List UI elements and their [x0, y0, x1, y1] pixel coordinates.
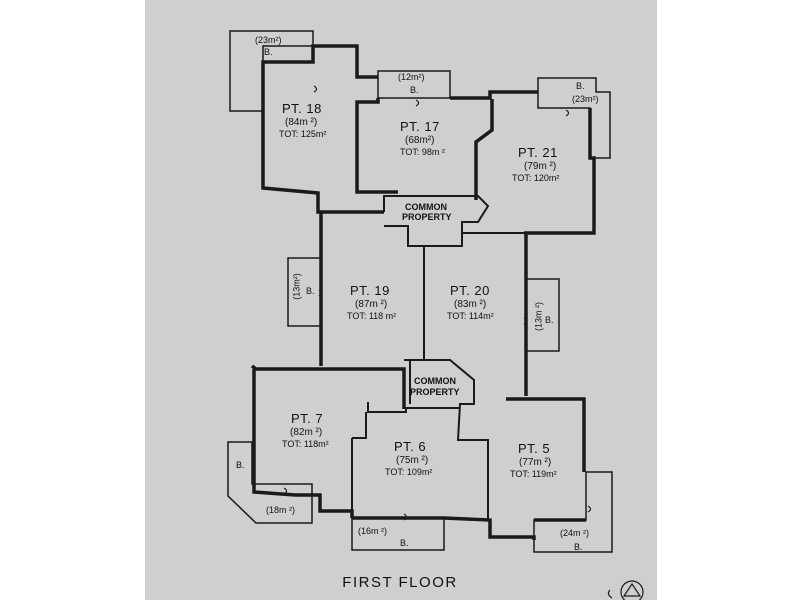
floor-title: FIRST FLOOR: [342, 574, 458, 591]
pt20-name: PT. 20: [450, 283, 490, 298]
pt7-name: PT. 7: [291, 411, 324, 426]
pt21-name: PT. 21: [518, 145, 558, 160]
wall-pt7-west: [252, 369, 296, 497]
common-property-lower-line2: PROPERTY: [410, 387, 460, 397]
wall-pt21-east: [524, 108, 596, 235]
balcony-b19-area: (13m²): [291, 273, 302, 300]
balcony-b17-label: B.: [410, 85, 419, 95]
balcony-b18-area: (23m²): [255, 35, 282, 45]
pt17-area: (68m²): [405, 135, 435, 146]
pt21-total: TOT: 120m²: [512, 173, 560, 183]
pt19-total: TOT: 118 m²: [347, 311, 397, 321]
balcony-b18: [229, 30, 314, 112]
pt5-name: PT. 5: [518, 441, 551, 456]
common-property-lower-line1: COMMON: [414, 376, 456, 386]
balcony-b19-label: B.: [306, 286, 315, 296]
pt21-area: (79m ²): [524, 161, 557, 172]
pt18-total: TOT: 125m²: [279, 129, 327, 139]
balcony-b21: [537, 77, 611, 159]
wall-pt7-south: [295, 493, 354, 518]
wall-pt17-east: [474, 99, 494, 200]
wall-north-pt18: [261, 44, 378, 111]
pt17-total: TOT: 98m ²: [400, 147, 445, 157]
balcony-b6-label: B.: [400, 538, 409, 548]
pt19-area: (87m ²): [355, 299, 388, 310]
common-property-upper-line1: COMMON: [405, 202, 447, 212]
pt19-name: PT. 19: [350, 283, 390, 298]
pt5-total: TOT: 119m²: [510, 469, 557, 479]
balcony-b17-area: (12m²): [398, 72, 425, 82]
pt6-total: TOT: 109m²: [385, 467, 433, 477]
balcony-b20-area: (13m ²): [533, 302, 544, 331]
balcony-b5-label: B.: [574, 542, 583, 552]
pt18-name: PT. 18: [282, 101, 322, 116]
wall-pt6-south: [352, 516, 536, 540]
pt20-total: TOT: 114m²: [447, 311, 494, 321]
balcony-b7-label: B.: [236, 460, 245, 470]
pt5-area: (77m ²): [519, 457, 552, 468]
pt17-name: PT. 17: [400, 119, 440, 134]
balcony-b21-label: B.: [576, 81, 585, 91]
pt20-area: (83m ²): [454, 299, 487, 310]
common-property-upper-line2: PROPERTY: [402, 212, 452, 222]
balcony-b7-area: (18m ²): [266, 505, 295, 515]
wall-top-right: [450, 90, 538, 100]
door-swing-symbols: [283, 85, 592, 521]
pt6-name: PT. 6: [394, 439, 427, 454]
wall-pt18-west: [261, 111, 384, 214]
pt7-total: TOT: 118m²: [282, 439, 329, 449]
pt7-area: (82m ²): [290, 427, 323, 438]
north-arrow-logo-icon: [607, 580, 644, 600]
balcony-b18-label: B.: [264, 47, 273, 57]
interior-walls: [351, 195, 524, 520]
balcony-b5: [533, 471, 613, 553]
wall-pt5-east: [506, 397, 586, 472]
pt18-area: (84m ²): [285, 117, 318, 128]
balcony-b21-area: (23m²): [572, 94, 599, 104]
balcony-b20-label: B.: [545, 315, 554, 325]
pt6-area: (75m ²): [396, 455, 429, 466]
wall-pt7-north: [250, 364, 406, 409]
balcony-b5-area: (24m ²): [560, 528, 589, 538]
wall-north-pt17: [355, 98, 398, 194]
balcony-b7: [227, 441, 313, 524]
balcony-b6-area: (16m ²): [358, 526, 387, 536]
